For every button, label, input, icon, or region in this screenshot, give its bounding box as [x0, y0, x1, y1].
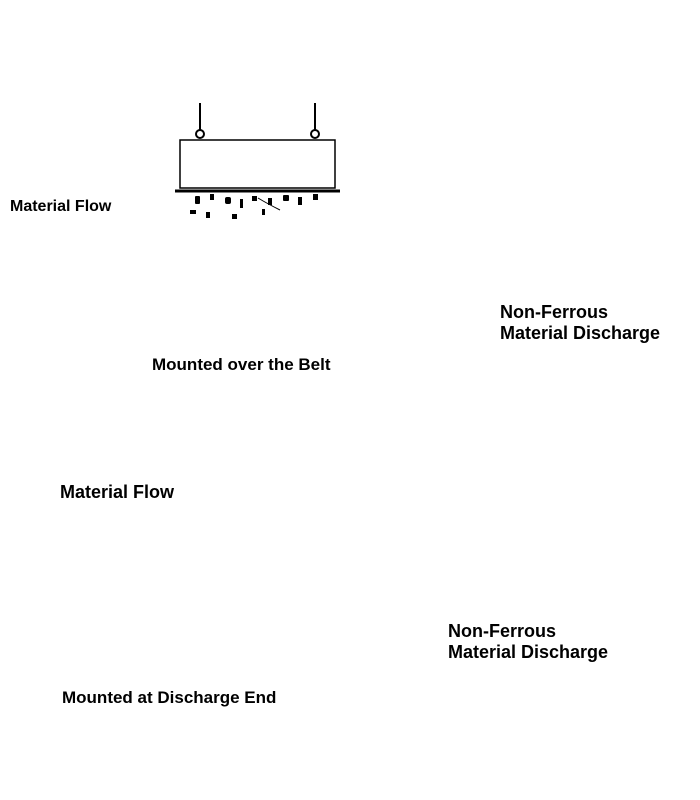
top-discharge-label-line2: Material Discharge: [500, 323, 661, 343]
top-magnet-hangers: [195, 103, 320, 139]
bottom-discharge-label-line1: Non-Ferrous: [448, 621, 556, 641]
top-diagram: [175, 103, 340, 219]
top-caption: Mounted over the Belt: [152, 355, 331, 374]
top-discharge-label-line1: Non-Ferrous: [500, 302, 608, 322]
top-flow-label: Material Flow: [10, 198, 112, 215]
bottom-discharge-label-line2: Material Discharge: [448, 642, 609, 662]
bottom-caption: Mounted at Discharge End: [62, 688, 277, 707]
top-ferrous-material: [190, 194, 318, 219]
top-suspended-magnet: [175, 139, 340, 193]
bottom-flow-label: Material Flow: [60, 482, 175, 502]
